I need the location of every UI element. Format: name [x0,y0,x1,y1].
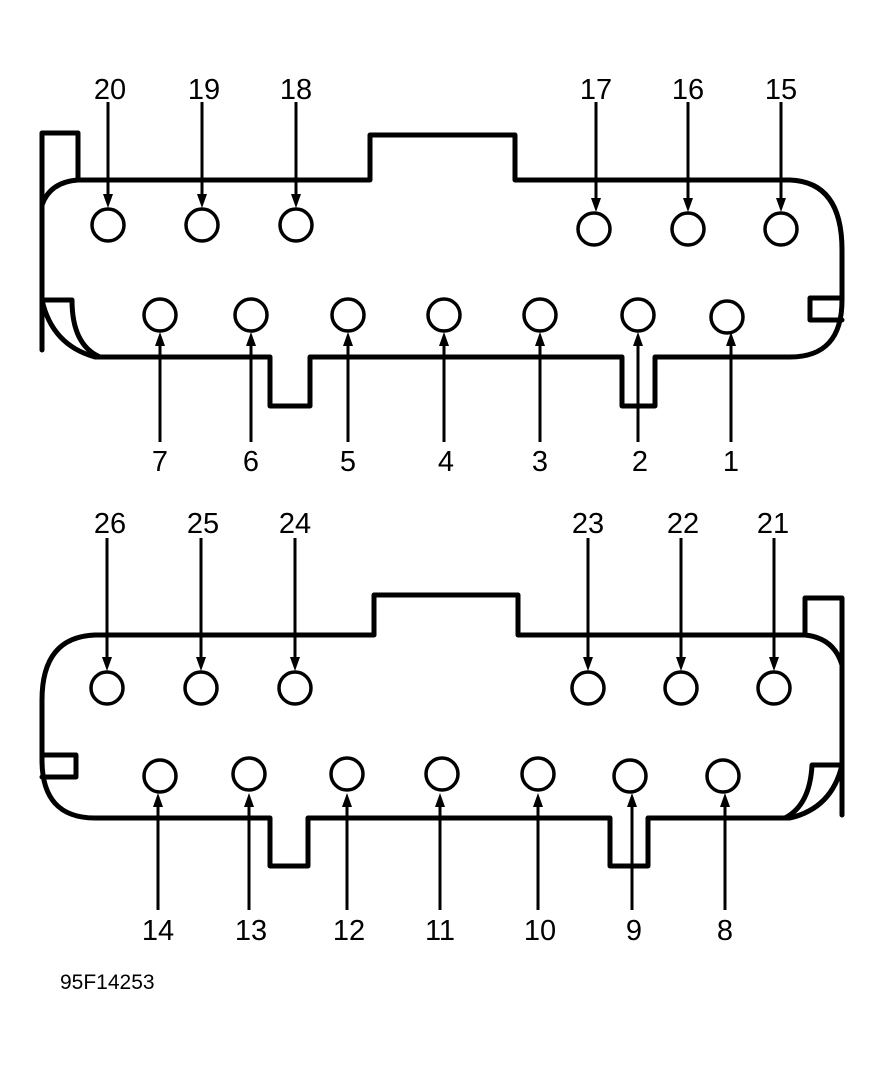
pin-label-6: 6 [243,446,259,478]
top-connector-body [39,130,845,409]
pin-23: 23 [570,508,606,706]
pin-label-17: 17 [580,74,612,106]
pin-label-20: 20 [94,74,126,106]
pin-13: 13 [231,756,267,947]
pin-label-14: 14 [142,915,174,947]
pin-12: 12 [329,756,365,947]
pin-24: 24 [277,508,313,706]
pin-10: 10 [520,756,556,947]
pin-16: 16 [670,74,706,247]
pin-26: 26 [89,508,126,706]
pin-label-19: 19 [188,74,220,106]
pin-22: 22 [663,508,699,706]
pin-label-7: 7 [152,446,168,478]
pin-label-13: 13 [235,915,267,947]
pin-21: 21 [756,508,792,706]
pin-3: 3 [522,297,558,478]
pin-15: 15 [763,74,799,247]
pin-11: 11 [424,756,460,947]
pin-label-18: 18 [280,74,312,106]
pin-label-16: 16 [672,74,704,106]
pin-4: 4 [426,297,462,478]
pin-17: 17 [576,74,612,247]
pin-label-9: 9 [626,915,642,947]
pin-label-26: 26 [94,508,126,540]
pin-label-5: 5 [340,446,356,478]
pin-25: 25 [183,508,219,706]
pin-label-11: 11 [425,915,455,947]
pin-label-21: 21 [757,508,789,540]
pin-label-2: 2 [632,446,648,478]
pin-8: 8 [705,758,741,947]
pin-9: 9 [612,758,648,947]
pin-6: 6 [233,297,269,478]
pin-19: 19 [184,74,220,243]
pin-label-22: 22 [667,508,699,540]
pin-14: 14 [142,758,178,947]
pin-label-15: 15 [765,74,797,106]
pin-label-23: 23 [572,508,604,540]
top-connector-pins: 20 19 18 17 16 [90,74,799,478]
pin-20: 20 [90,74,126,243]
pin-label-12: 12 [333,915,365,947]
figure-id: 95F14253 [60,971,155,994]
pin-7: 7 [142,297,178,478]
pin-5: 5 [330,297,366,478]
pin-1: 1 [709,299,745,478]
pin-label-4: 4 [438,446,454,478]
pin-label-24: 24 [279,508,311,540]
pin-label-8: 8 [717,915,733,947]
pin-18: 18 [278,74,314,243]
bottom-connector-body [39,592,845,869]
pin-2: 2 [620,297,656,478]
pin-label-3: 3 [532,446,548,478]
pin-label-25: 25 [187,508,219,540]
pin-label-10: 10 [524,915,556,947]
pin-label-1: 1 [723,446,739,478]
bottom-connector-pins: 26 25 24 23 22 [89,508,792,947]
